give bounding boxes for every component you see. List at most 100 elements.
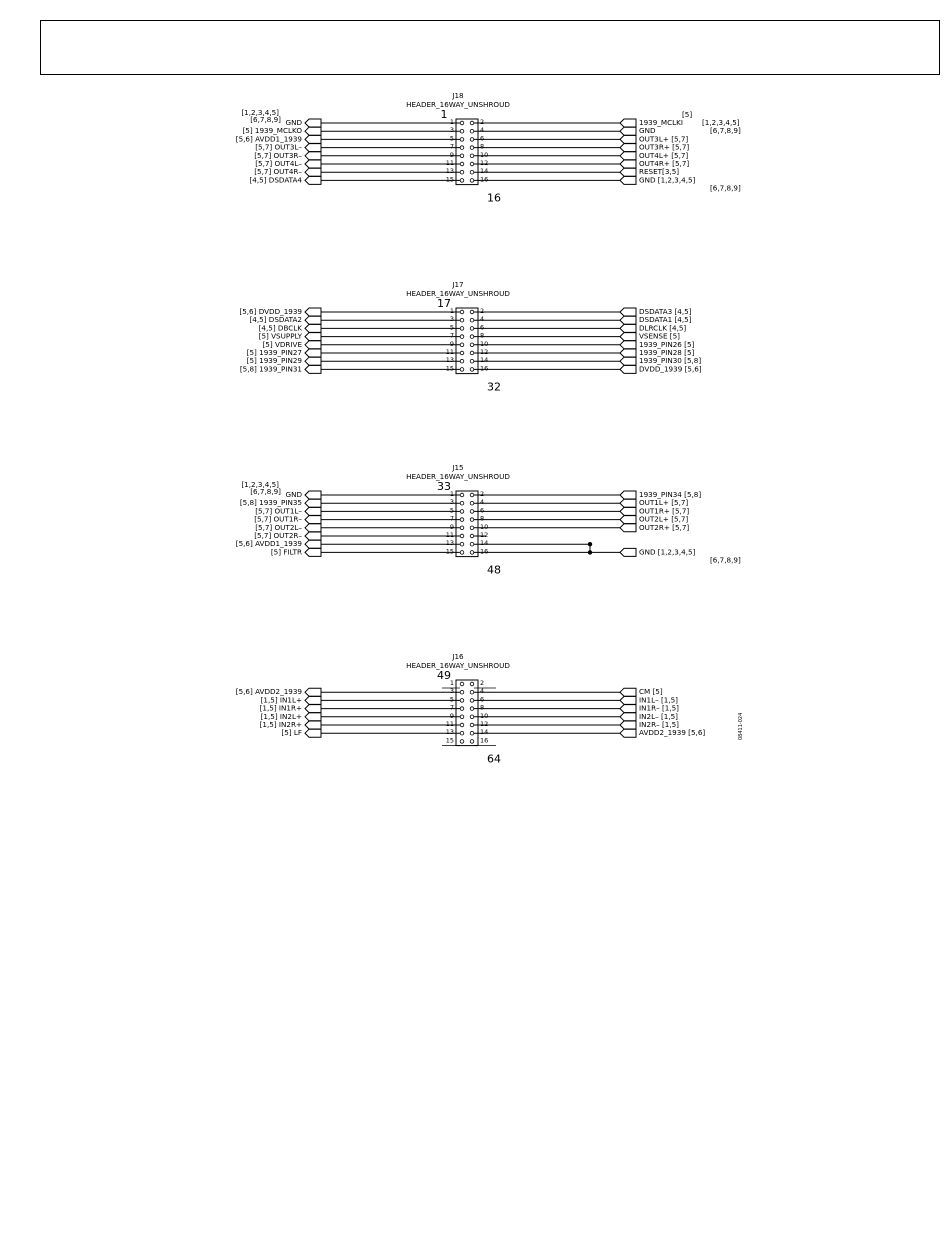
pin-range-start: 1 <box>441 108 448 121</box>
net-label: [5,7] OUT3L– <box>255 143 302 152</box>
pin-circle <box>459 690 465 695</box>
pin-circle <box>459 120 465 126</box>
pin-number: 13 <box>446 167 454 175</box>
pin-number: 13 <box>446 728 454 736</box>
pin-number: 14 <box>480 728 488 736</box>
port-flag <box>619 523 637 533</box>
net-label: CM [5] <box>639 687 663 696</box>
port-flag <box>619 712 637 722</box>
net-ref: [6,7,8,9] <box>710 555 741 564</box>
port-flag <box>304 307 322 317</box>
net-label: OUT2R+ [5,7] <box>639 523 689 532</box>
port-flag <box>304 720 322 730</box>
pin-circle <box>469 542 475 547</box>
net-label: [5] FILTR <box>271 547 302 556</box>
pin-number: 6 <box>480 134 484 142</box>
port-flag <box>304 167 322 177</box>
pin-circle <box>469 120 475 126</box>
pin-circle <box>459 714 465 719</box>
pin-number: 7 <box>450 515 454 523</box>
port-flag <box>304 687 322 697</box>
pin-range-end: 32 <box>487 381 501 394</box>
port-flag <box>304 498 322 508</box>
pin-circle <box>469 501 475 506</box>
pin-circle <box>459 739 465 744</box>
pin-range-start: 17 <box>437 297 451 310</box>
header-part: HEADER_16WAY_UNSHROUD <box>406 289 510 298</box>
pin-number: 3 <box>450 498 454 506</box>
pin-number: 16 <box>480 364 488 372</box>
net-label: [4,5] DSDATA4 <box>249 175 302 184</box>
pin-circle <box>459 517 465 522</box>
net-label: [5] VDRIVE <box>263 340 303 349</box>
pin-number: 5 <box>450 695 454 703</box>
net-label: [1,5] IN1R+ <box>260 704 302 713</box>
pin-circle <box>469 681 475 687</box>
port-flag <box>619 315 637 325</box>
port-flag <box>304 515 322 525</box>
pin-number: 12 <box>480 531 488 539</box>
net-label: [1,5] IN1L+ <box>261 695 302 704</box>
port-flag <box>304 523 322 533</box>
pin-number: 2 <box>480 679 484 687</box>
pin-circle <box>469 169 475 175</box>
pin-number: 15 <box>446 547 454 555</box>
pin-number: 9 <box>450 151 454 159</box>
net-label: [5,8] 1939_PIN31 <box>240 364 302 373</box>
port-flag <box>304 547 322 557</box>
pin-number: 16 <box>480 547 488 555</box>
port-flag <box>619 167 637 177</box>
port-flag <box>304 134 322 144</box>
pin-circle <box>469 318 475 323</box>
pin-circle <box>469 326 475 331</box>
pin-circle <box>459 153 465 158</box>
header-ref: J18 <box>451 91 464 100</box>
pin-number: 3 <box>450 687 454 695</box>
net-label: GND [1,2,3,4,5] <box>639 547 696 556</box>
header-part: HEADER_16WAY_UNSHROUD <box>406 661 510 670</box>
pin-number: 8 <box>480 332 484 340</box>
pin-number: 1 <box>450 118 454 126</box>
pin-circle <box>459 359 465 364</box>
junction-dot <box>587 550 593 555</box>
port-flag <box>304 695 322 705</box>
net-ref: [6,7,8,9] <box>710 126 741 135</box>
port-flag <box>304 356 322 366</box>
pin-circle <box>469 706 475 711</box>
pin-number: 1 <box>450 490 454 498</box>
pin-circle <box>469 722 475 728</box>
pin-number: 2 <box>480 118 484 126</box>
net-label: IN1L– [1,5] <box>639 695 678 704</box>
pin-number: 16 <box>480 175 488 183</box>
net-label: 1939_PIN30 [5,8] <box>639 356 701 365</box>
title-block-frame <box>40 20 940 75</box>
header-ref: J16 <box>451 652 464 661</box>
pin-number: 8 <box>480 143 484 151</box>
net-ref: [6,7,8,9] <box>710 183 741 192</box>
header-body <box>455 490 479 558</box>
net-label: AVDD2_1939 [5,6] <box>639 728 705 737</box>
port-flag <box>619 134 637 144</box>
net-label: DSDATA3 [4,5] <box>639 307 692 316</box>
port-flag <box>619 340 637 350</box>
pin-number: 7 <box>450 332 454 340</box>
pin-circle <box>469 690 475 695</box>
pin-number: 9 <box>450 340 454 348</box>
port-flag <box>619 348 637 358</box>
pin-circle <box>459 731 465 736</box>
pin-circle <box>469 359 475 364</box>
port-flag <box>619 175 637 185</box>
port-flag <box>619 498 637 508</box>
pin-circle <box>459 145 465 150</box>
net-label: [5] 1939_PIN27 <box>247 348 302 357</box>
pin-circle <box>469 309 475 315</box>
figure-id: 08411-024 <box>738 712 744 740</box>
net-label: OUT4L+ [5,7] <box>639 151 688 160</box>
net-ref: [5] <box>682 110 692 119</box>
net-label: [5,7] OUT4R– <box>254 167 302 176</box>
pin-circle <box>469 137 475 142</box>
net-ref: [1,2,3,4,5] <box>702 118 740 127</box>
